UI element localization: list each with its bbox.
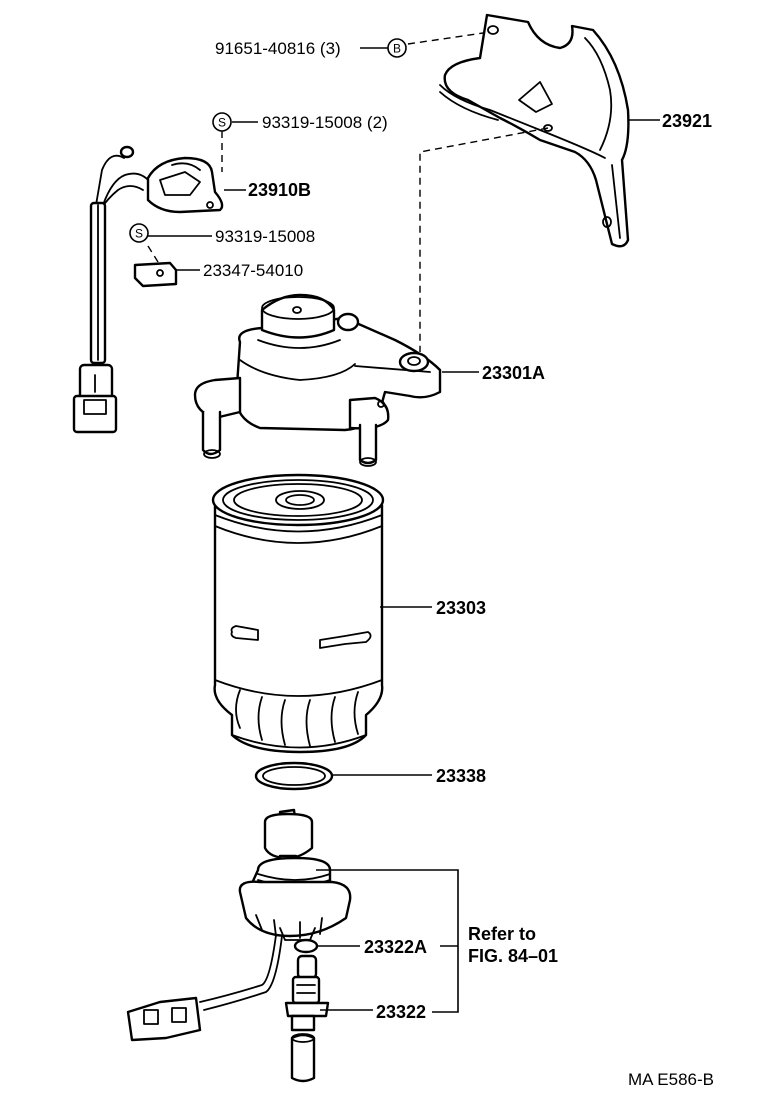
bracket-part[interactable] bbox=[439, 13, 630, 248]
label-91651-40816: 91651-40816 (3) bbox=[215, 39, 341, 58]
figure-code: MA E586-B bbox=[628, 1070, 714, 1089]
screw-s-symbol-b: S bbox=[129, 223, 149, 243]
bolt-b-symbol: B bbox=[387, 38, 407, 58]
label-23921: 23921 bbox=[662, 111, 712, 131]
svg-text:S: S bbox=[218, 116, 226, 130]
reference-note-line1: Refer to bbox=[468, 924, 536, 944]
label-93319-15008-b: 93319-15008 bbox=[215, 227, 315, 246]
sensor-23910b-part[interactable] bbox=[146, 156, 224, 214]
label-93319-15008-a: 93319-15008 (2) bbox=[262, 113, 388, 132]
clamp-23347-part[interactable] bbox=[133, 261, 178, 288]
drain-assembly-part[interactable] bbox=[238, 808, 352, 941]
sensor-23322-part[interactable] bbox=[284, 954, 330, 1083]
label-23301a: 23301A bbox=[482, 363, 545, 383]
drain-harness-part[interactable] bbox=[126, 934, 283, 1042]
label-23347-54010: 23347-54010 bbox=[203, 261, 303, 280]
svg-text:S: S bbox=[135, 227, 143, 241]
svg-text:B: B bbox=[393, 42, 401, 56]
fuel-filter-part[interactable] bbox=[211, 473, 385, 754]
label-23322a: 23322A bbox=[364, 937, 427, 957]
leader-lines bbox=[148, 47, 660, 1013]
label-23910b: 23910B bbox=[248, 180, 311, 200]
label-23303: 23303 bbox=[436, 598, 486, 618]
filter-housing-part[interactable] bbox=[193, 293, 442, 467]
sensor-harness-part[interactable] bbox=[72, 145, 151, 434]
screw-s-symbol-a: S bbox=[212, 112, 232, 132]
reference-note-line2: FIG. 84–01 bbox=[468, 946, 558, 966]
assembly-dashed-lines bbox=[147, 32, 549, 352]
label-23322: 23322 bbox=[376, 1002, 426, 1022]
o-ring-23322a-part[interactable] bbox=[293, 938, 319, 954]
label-23338: 23338 bbox=[436, 766, 486, 786]
o-ring-23338-part[interactable] bbox=[254, 761, 334, 791]
